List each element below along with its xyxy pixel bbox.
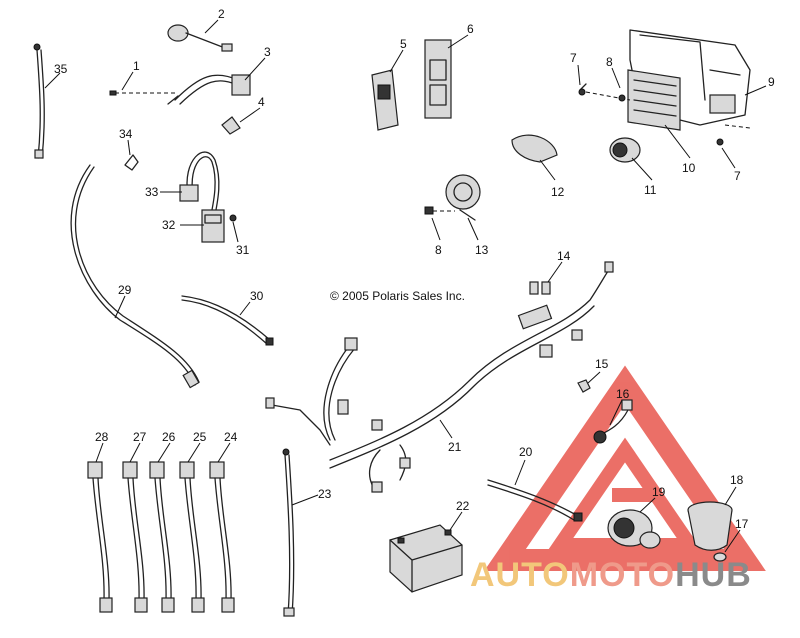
part-7-screws <box>578 83 751 146</box>
callout-16: 16 <box>616 387 630 401</box>
part-14-fuses <box>529 281 551 295</box>
part-17-nut <box>713 552 727 562</box>
part-20-cable <box>487 479 583 522</box>
callout-35: 35 <box>54 62 68 76</box>
part-24-pigtail <box>209 461 235 613</box>
part-9-bracket <box>629 29 751 126</box>
part-2-key-switch <box>167 24 233 52</box>
part-4-bulb <box>221 116 241 135</box>
callout-24: 24 <box>224 430 238 444</box>
callout-20: 20 <box>519 445 533 459</box>
callout-21: 21 <box>448 440 462 454</box>
callout-14: 14 <box>557 249 571 263</box>
part-27-pigtail <box>122 461 148 613</box>
part-22-battery <box>389 524 463 593</box>
callout-5: 5 <box>400 37 407 51</box>
callout-10: 10 <box>682 161 696 175</box>
callout-23: 23 <box>318 487 332 501</box>
watermark-hub: HUB <box>675 556 752 594</box>
part-5-relay <box>371 69 399 131</box>
callout-27: 27 <box>133 430 147 444</box>
callout-12: 12 <box>551 185 565 199</box>
callout-28: 28 <box>95 430 109 444</box>
part-10-regulator <box>627 69 681 131</box>
callout-3: 3 <box>264 45 271 59</box>
callout-7a: 7 <box>570 51 577 65</box>
callout-15: 15 <box>595 357 609 371</box>
part-26-pigtail <box>149 461 175 613</box>
callout-18: 18 <box>730 473 744 487</box>
callout-13: 13 <box>475 243 489 257</box>
callout-numbers: 35 2 3 1 4 34 33 32 31 29 30 5 6 7 8 9 1… <box>54 7 775 531</box>
part-32-ignition-coil <box>201 209 225 243</box>
leader-lines <box>44 19 767 553</box>
callout-31: 31 <box>236 243 250 257</box>
watermark-auto: AUTO <box>470 556 570 594</box>
callout-19: 19 <box>652 485 666 499</box>
part-28-pigtail <box>87 461 113 613</box>
part-31-screw <box>229 214 237 222</box>
callout-4: 4 <box>258 95 265 109</box>
callout-11: 11 <box>644 183 657 197</box>
part-3-harness-plug <box>167 74 251 105</box>
watermark-text: AUTOMOTOHUB <box>470 556 752 594</box>
callout-25: 25 <box>193 430 207 444</box>
part-12-cover <box>511 134 558 163</box>
callout-29: 29 <box>118 283 132 297</box>
part-19-socket-housing <box>607 509 661 549</box>
part-35-cable <box>33 43 45 159</box>
part-15-nut <box>577 379 591 393</box>
part-13-horn <box>445 174 481 221</box>
part-33-spark-plug-cap <box>179 151 220 216</box>
callout-17: 17 <box>735 517 749 531</box>
callout-8a: 8 <box>606 55 613 69</box>
callout-26: 26 <box>162 430 176 444</box>
part-16-sensor <box>593 399 633 444</box>
callout-7b: 7 <box>734 169 741 183</box>
callout-33: 33 <box>145 185 159 199</box>
callout-2: 2 <box>218 7 225 21</box>
callout-32: 32 <box>162 218 176 232</box>
copyright-text: © 2005 Polaris Sales Inc. <box>330 289 465 303</box>
part-8-screw-horn <box>424 206 455 215</box>
callout-8b: 8 <box>435 243 442 257</box>
part-21-main-harness <box>265 261 614 493</box>
part-23-ground-cable <box>282 448 295 617</box>
callout-22: 22 <box>456 499 470 513</box>
part-6-relay <box>424 39 452 119</box>
part-11-socket <box>609 137 641 163</box>
part-34-clip <box>124 154 139 171</box>
callout-34: 34 <box>119 127 133 141</box>
callout-1: 1 <box>133 59 140 73</box>
part-18-gauge-cup <box>687 501 733 551</box>
part-30-cable <box>181 295 274 346</box>
callout-30: 30 <box>250 289 264 303</box>
part-1-wire-end <box>109 90 175 96</box>
watermark-moto: MOTO <box>570 556 675 594</box>
callout-6: 6 <box>467 22 474 36</box>
part-25-pigtail <box>179 461 205 613</box>
callout-9: 9 <box>768 75 775 89</box>
